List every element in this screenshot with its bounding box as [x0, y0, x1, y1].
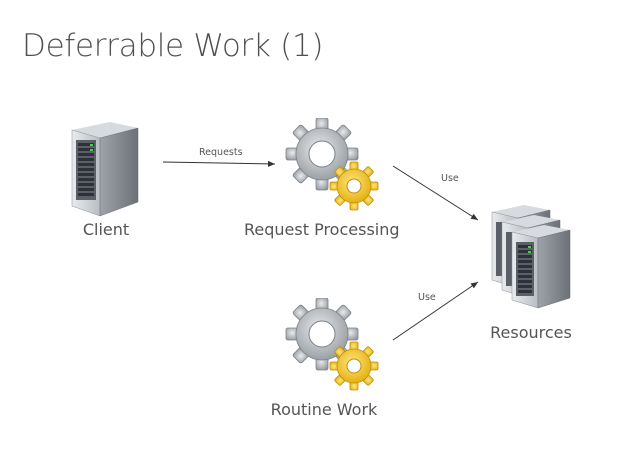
node-label-request-processing: Request Processing: [244, 220, 400, 239]
edge-label-use-top: Use: [441, 173, 459, 184]
edge-use-top-arrow: [392, 165, 479, 221]
edge-label-use-bottom: Use: [418, 292, 436, 303]
edge-use-bottom-arrow: [392, 281, 479, 341]
edge-label-requests: Requests: [199, 147, 243, 158]
gears-icon: [285, 298, 379, 391]
node-label-resources: Resources: [490, 323, 572, 342]
node-label-routine-work: Routine Work: [270, 400, 378, 419]
server-cluster-icon: [491, 205, 571, 309]
node-label-client: Client: [82, 220, 130, 239]
server-icon: [71, 122, 139, 217]
edge-requests-arrow: [162, 160, 276, 167]
page-title: Deferrable Work (1): [22, 28, 324, 64]
gears-icon: [285, 118, 379, 211]
